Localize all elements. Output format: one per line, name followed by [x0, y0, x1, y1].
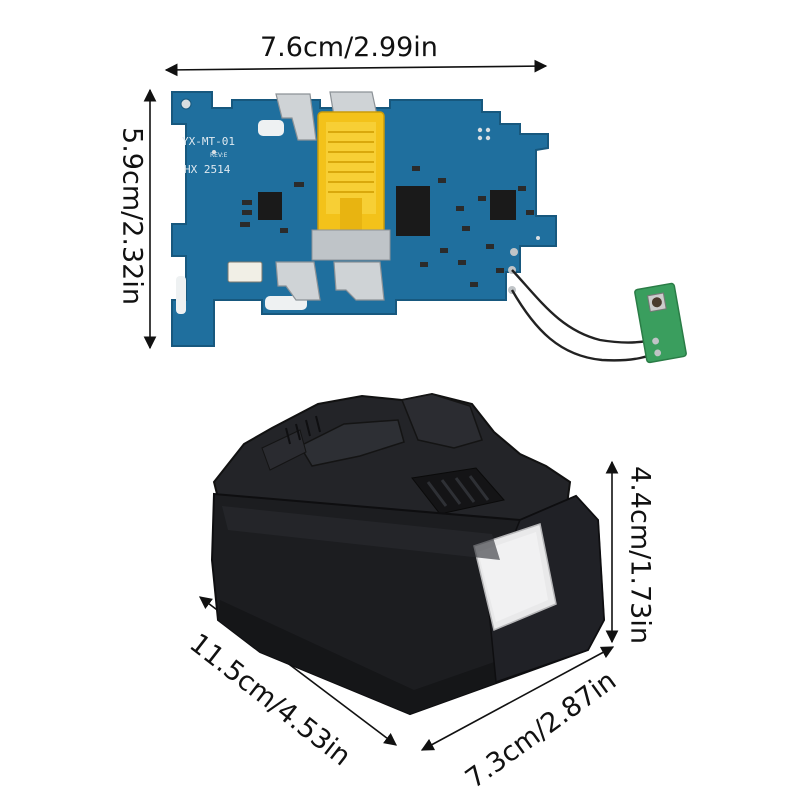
battery-case — [210, 392, 606, 716]
pcb-model-text: YX-MT-01 — [182, 135, 235, 148]
battery-height-label: 4.4cm/1.73in — [624, 466, 656, 644]
pcb-revision-text: REV:E — [210, 152, 228, 159]
pcb-code-text: HX 2514 — [184, 163, 231, 176]
yellow-connector — [311, 111, 391, 261]
pcb-board: YX-MT-01 REV:E HX 2514 — [171, 91, 557, 347]
pcb-width-label: 7.6cm/2.99in — [260, 32, 438, 63]
pcb-width-arrow — [164, 59, 548, 77]
pcb-height-label: 5.9cm/2.32in — [116, 127, 148, 305]
switch-board — [634, 282, 687, 364]
battery-width-arrow — [420, 646, 615, 751]
